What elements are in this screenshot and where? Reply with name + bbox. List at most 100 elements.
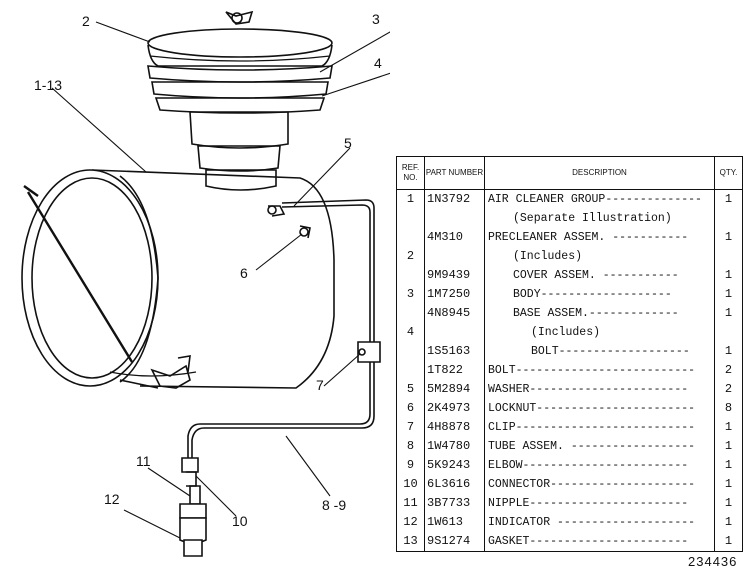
- qty-cell: 2: [714, 379, 743, 399]
- part-number-cell: 4N8945: [424, 303, 485, 323]
- part-number-cell: 1N3792: [424, 189, 485, 210]
- ref-cell: [396, 228, 425, 247]
- callout-1-13: 1-13: [34, 77, 62, 93]
- ref-cell: 8: [396, 436, 425, 456]
- part-number-cell: 1W613: [424, 512, 485, 532]
- part-number-cell: 1M7250: [424, 284, 485, 304]
- description-cell: BASE ASSEM.-------------: [484, 303, 715, 323]
- ref-cell: [396, 303, 425, 323]
- description-cell: AIR CLEANER GROUP--------------: [484, 189, 715, 210]
- ref-cell: 1: [396, 189, 425, 210]
- ref-cell: 7: [396, 417, 425, 437]
- part-number-cell: 9M9439: [424, 265, 485, 285]
- ref-cell: 12: [396, 512, 425, 532]
- callout-8-9: 8 -9: [322, 497, 346, 513]
- description-cell: GASKET-----------------------: [484, 531, 715, 552]
- precleaner-cap: [147, 28, 333, 114]
- description-cell: (Includes): [484, 247, 715, 266]
- ref-cell: 11: [396, 493, 425, 513]
- qty-cell: 1: [714, 474, 743, 494]
- callout-10: 10: [232, 513, 248, 529]
- qty-cell: 1: [714, 228, 743, 247]
- qty-cell: 1: [714, 417, 743, 437]
- table-row: 4(Includes): [396, 322, 743, 342]
- qty-cell: [714, 322, 743, 342]
- qty-cell: [714, 209, 743, 229]
- indicator-assembly: [179, 457, 207, 557]
- description-cell: BOLT--------------------------: [484, 360, 715, 380]
- part-number-cell: 3B7733: [424, 493, 485, 513]
- description-cell: (Includes): [484, 322, 715, 342]
- ref-cell: [396, 265, 425, 285]
- indicator-tube: [187, 199, 381, 458]
- leader-lines: [51, 21, 390, 539]
- part-number-cell: 5M2894: [424, 379, 485, 399]
- ref-cell: 6: [396, 398, 425, 418]
- callout-4: 4: [374, 55, 382, 71]
- description-cell: INDICATOR --------------------: [484, 512, 715, 532]
- part-number-cell: 6L3616: [424, 474, 485, 494]
- ref-cell: [396, 360, 425, 380]
- description-cell: PRECLEANER ASSEM. -----------: [484, 228, 715, 247]
- wing-nut: [225, 10, 254, 25]
- callout-2: 2: [82, 13, 90, 29]
- header-ref-no: REF. NO.: [396, 156, 425, 190]
- drawing-number: 234436: [688, 554, 738, 569]
- table-row: (Separate Illustration): [396, 209, 743, 229]
- table-row: 2 (Includes): [396, 247, 743, 266]
- callout-6: 6: [240, 265, 248, 281]
- description-cell: ELBOW------------------------: [484, 455, 715, 475]
- part-number-cell: 1S5163: [424, 341, 485, 361]
- ref-cell: 5: [396, 379, 425, 399]
- precleaner-body: [189, 111, 289, 191]
- callout-5: 5: [344, 135, 352, 151]
- callout-3: 3: [372, 11, 380, 27]
- qty-cell: 1: [714, 531, 743, 552]
- qty-cell: 1: [714, 512, 743, 532]
- description-cell: (Separate Illustration): [484, 209, 715, 229]
- description-cell: BOLT-------------------: [484, 341, 715, 361]
- air-cleaner-canister: [21, 169, 335, 389]
- ref-cell: [396, 341, 425, 361]
- header-description: DESCRIPTION: [484, 156, 715, 190]
- part-number-cell: 4H8878: [424, 417, 485, 437]
- qty-cell: 1: [714, 284, 743, 304]
- ref-cell: 13: [396, 531, 425, 552]
- callout-7: 7: [316, 377, 324, 393]
- description-cell: BODY-------------------: [484, 284, 715, 304]
- ref-cell: 2: [396, 247, 425, 266]
- ref-cell: 10: [396, 474, 425, 494]
- ref-cell: [396, 209, 425, 229]
- description-cell: WASHER-----------------------: [484, 379, 715, 399]
- description-cell: TUBE ASSEM. ------------------: [484, 436, 715, 456]
- qty-cell: 8: [714, 398, 743, 418]
- qty-cell: 1: [714, 303, 743, 323]
- qty-cell: 1: [714, 455, 743, 475]
- callout-12: 12: [104, 491, 120, 507]
- air-cleaner-diagram: 2 3 4 1-13 5 6 7 8 -9 10 11 12: [21, 10, 390, 557]
- description-cell: COVER ASSEM. -----------: [484, 265, 715, 285]
- header-part-number: PART NUMBER: [424, 156, 485, 190]
- callout-11: 11: [136, 453, 151, 469]
- qty-cell: 1: [714, 265, 743, 285]
- description-cell: NIPPLE-----------------------: [484, 493, 715, 513]
- table-header-row: REF. NO. PART NUMBER DESCRIPTION QTY.: [396, 156, 743, 190]
- part-number-cell: 9S1274: [424, 531, 485, 552]
- part-number-cell: 5K9243: [424, 455, 485, 475]
